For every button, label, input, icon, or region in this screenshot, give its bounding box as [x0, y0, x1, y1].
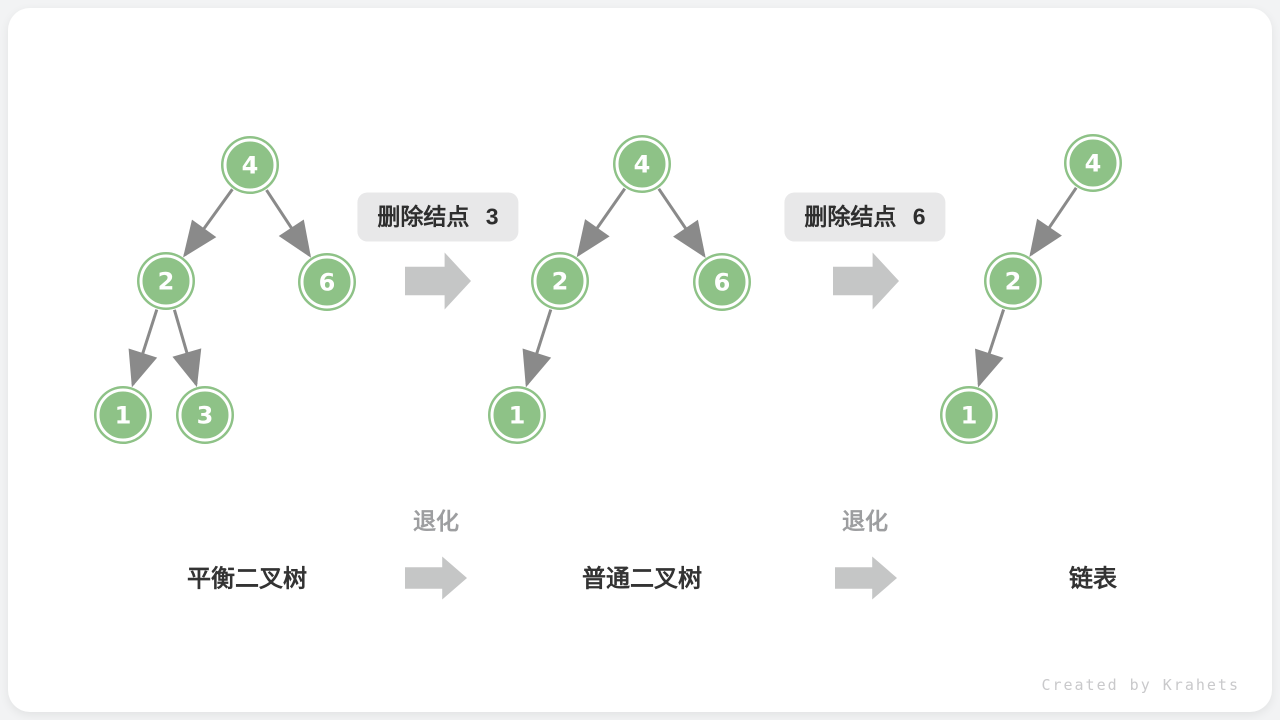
degrade-label: 退化	[413, 508, 459, 534]
tree-edge	[172, 309, 202, 388]
tree-node-ring	[533, 254, 587, 308]
tree-node-ring	[1066, 136, 1120, 190]
tree-node-circle	[176, 386, 234, 444]
tree-node-circle	[221, 136, 279, 194]
tree-name-balanced-binary-tree: 平衡二叉树	[187, 565, 307, 593]
tree-0: 4 2 6 1 3	[94, 136, 356, 444]
tree-node-circle	[693, 253, 751, 311]
tree-2: 4 2 1	[940, 134, 1122, 444]
tree-edge	[657, 187, 706, 258]
tree-node-value: 4	[634, 151, 651, 179]
watermark-credit: Created by Krahets	[1041, 676, 1240, 694]
tree-node-circle	[94, 386, 152, 444]
tree-node-value: 4	[242, 152, 259, 180]
tree-node-value: 2	[552, 268, 569, 296]
tree-node-value: 1	[961, 402, 978, 430]
tree-node-value: 1	[115, 402, 132, 430]
delete-node-3-label: 删除结点 3	[357, 192, 519, 242]
tree-edge	[265, 189, 312, 258]
tree-node-circle	[137, 252, 195, 310]
degrade-label: 退化	[842, 508, 888, 534]
tree-node-circle	[613, 135, 671, 193]
delete-node-6-label: 删除结点 6	[784, 192, 946, 242]
tree-edge	[1029, 186, 1078, 257]
tree-node-ring	[695, 255, 749, 309]
tree-edge	[975, 309, 1006, 388]
tree-edge	[183, 188, 234, 258]
tree-node-circle	[298, 253, 356, 311]
tree-edge	[576, 187, 627, 258]
tree-node-ring	[615, 137, 669, 191]
tree-node-circle	[531, 252, 589, 310]
tree-node-circle	[940, 386, 998, 444]
tree-node-ring	[300, 255, 354, 309]
tree-node-value: 1	[509, 402, 526, 430]
tree-node-value: 3	[197, 402, 214, 430]
tree-node-ring	[96, 388, 150, 442]
tree-node-ring	[223, 138, 277, 192]
tree-node-ring	[178, 388, 232, 442]
tree-node-ring	[942, 388, 996, 442]
tree-node-circle	[984, 252, 1042, 310]
tree-node-value: 2	[158, 268, 175, 296]
tree-node-value: 2	[1005, 268, 1022, 296]
tree-node-ring	[139, 254, 193, 308]
tree-node-ring	[490, 388, 544, 442]
tree-edge	[522, 309, 553, 388]
tree-node-circle	[488, 386, 546, 444]
tree-node-value: 4	[1085, 150, 1102, 178]
tree-name-linked-list: 链表	[1069, 565, 1117, 593]
tree-1: 4 2 6 1	[488, 135, 751, 444]
content-card	[8, 8, 1272, 712]
tree-node-value: 6	[714, 269, 731, 297]
tree-node-value: 6	[319, 269, 336, 297]
tree-edge	[128, 309, 159, 388]
tree-name-ordinary-binary-tree: 普通二叉树	[582, 565, 702, 593]
tree-node-circle	[1064, 134, 1122, 192]
tree-node-ring	[986, 254, 1040, 308]
